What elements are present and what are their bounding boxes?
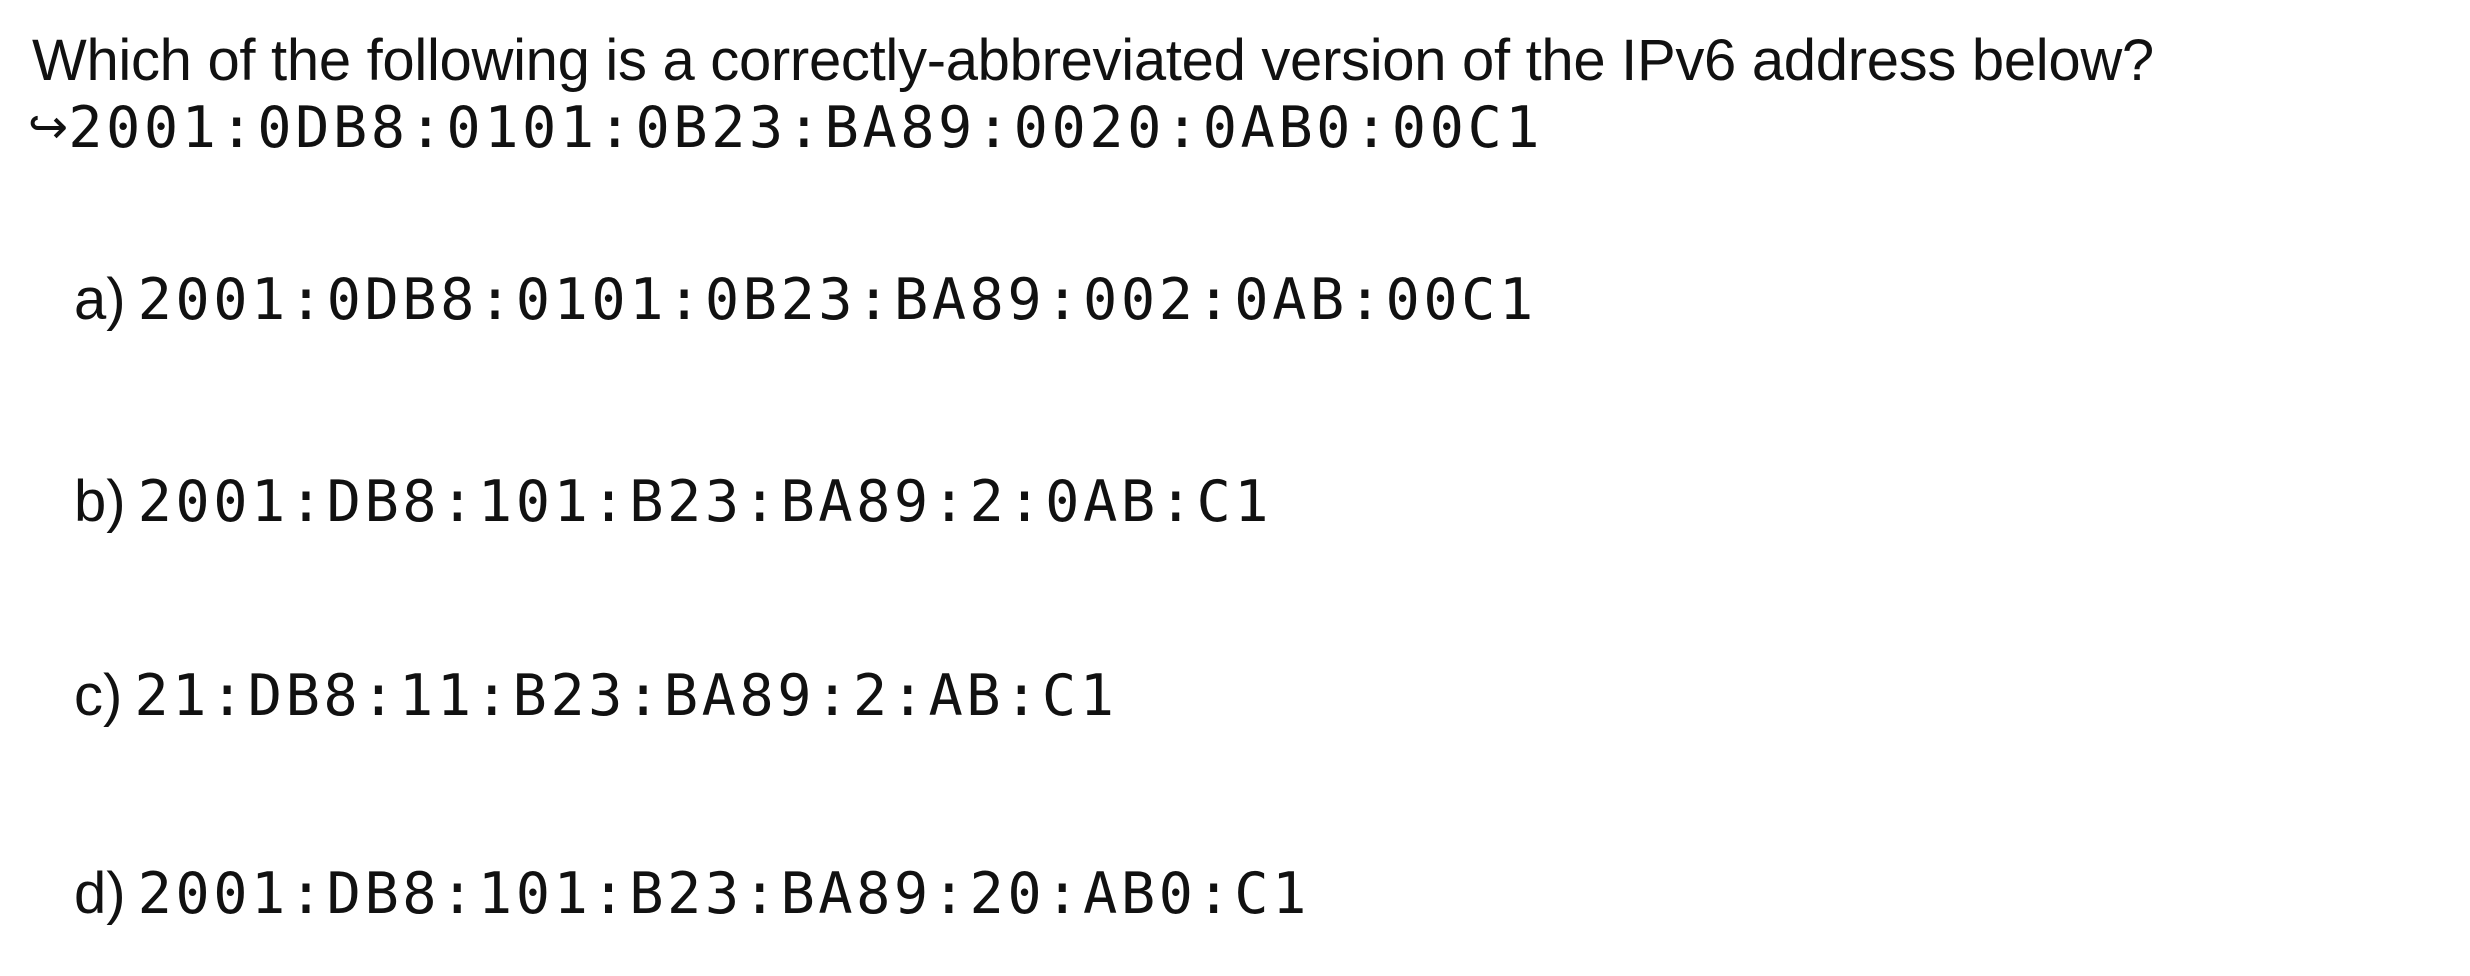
question-text: Which of the following is a correctly-ab…: [32, 28, 2154, 93]
option-letter: c): [74, 663, 123, 728]
answer-option-d[interactable]: d)2001:DB8:101:B23:BA89:20:AB0:C1: [74, 852, 1310, 951]
option-value: 21:DB8:11:B23:BA89:2:AB:C1: [134, 663, 1118, 729]
return-arrow-icon: ↪: [28, 99, 69, 155]
option-letter: d): [74, 861, 126, 926]
option-value: 2001:0DB8:0101:0B23:BA89:002:0AB:00C1: [137, 267, 1537, 333]
answer-option-c[interactable]: c)21:DB8:11:B23:BA89:2:AB:C1: [74, 654, 1118, 753]
answer-option-b[interactable]: b)2001:DB8:101:B23:BA89:2:0AB:C1: [74, 460, 1272, 559]
ipv6-address: 2001:0DB8:0101:0B23:BA89:0020:0AB0:00C1: [68, 95, 1544, 161]
option-letter: b): [74, 469, 126, 534]
option-value: 2001:DB8:101:B23:BA89:2:0AB:C1: [137, 469, 1273, 535]
option-value: 2001:DB8:101:B23:BA89:20:AB0:C1: [137, 861, 1310, 927]
option-letter: a): [74, 267, 126, 332]
ipv6-address-line: ↪2001:0DB8:0101:0B23:BA89:0020:0AB0:00C1: [28, 88, 1543, 182]
answer-option-a[interactable]: a)2001:0DB8:0101:0B23:BA89:002:0AB:00C1: [74, 258, 1537, 357]
